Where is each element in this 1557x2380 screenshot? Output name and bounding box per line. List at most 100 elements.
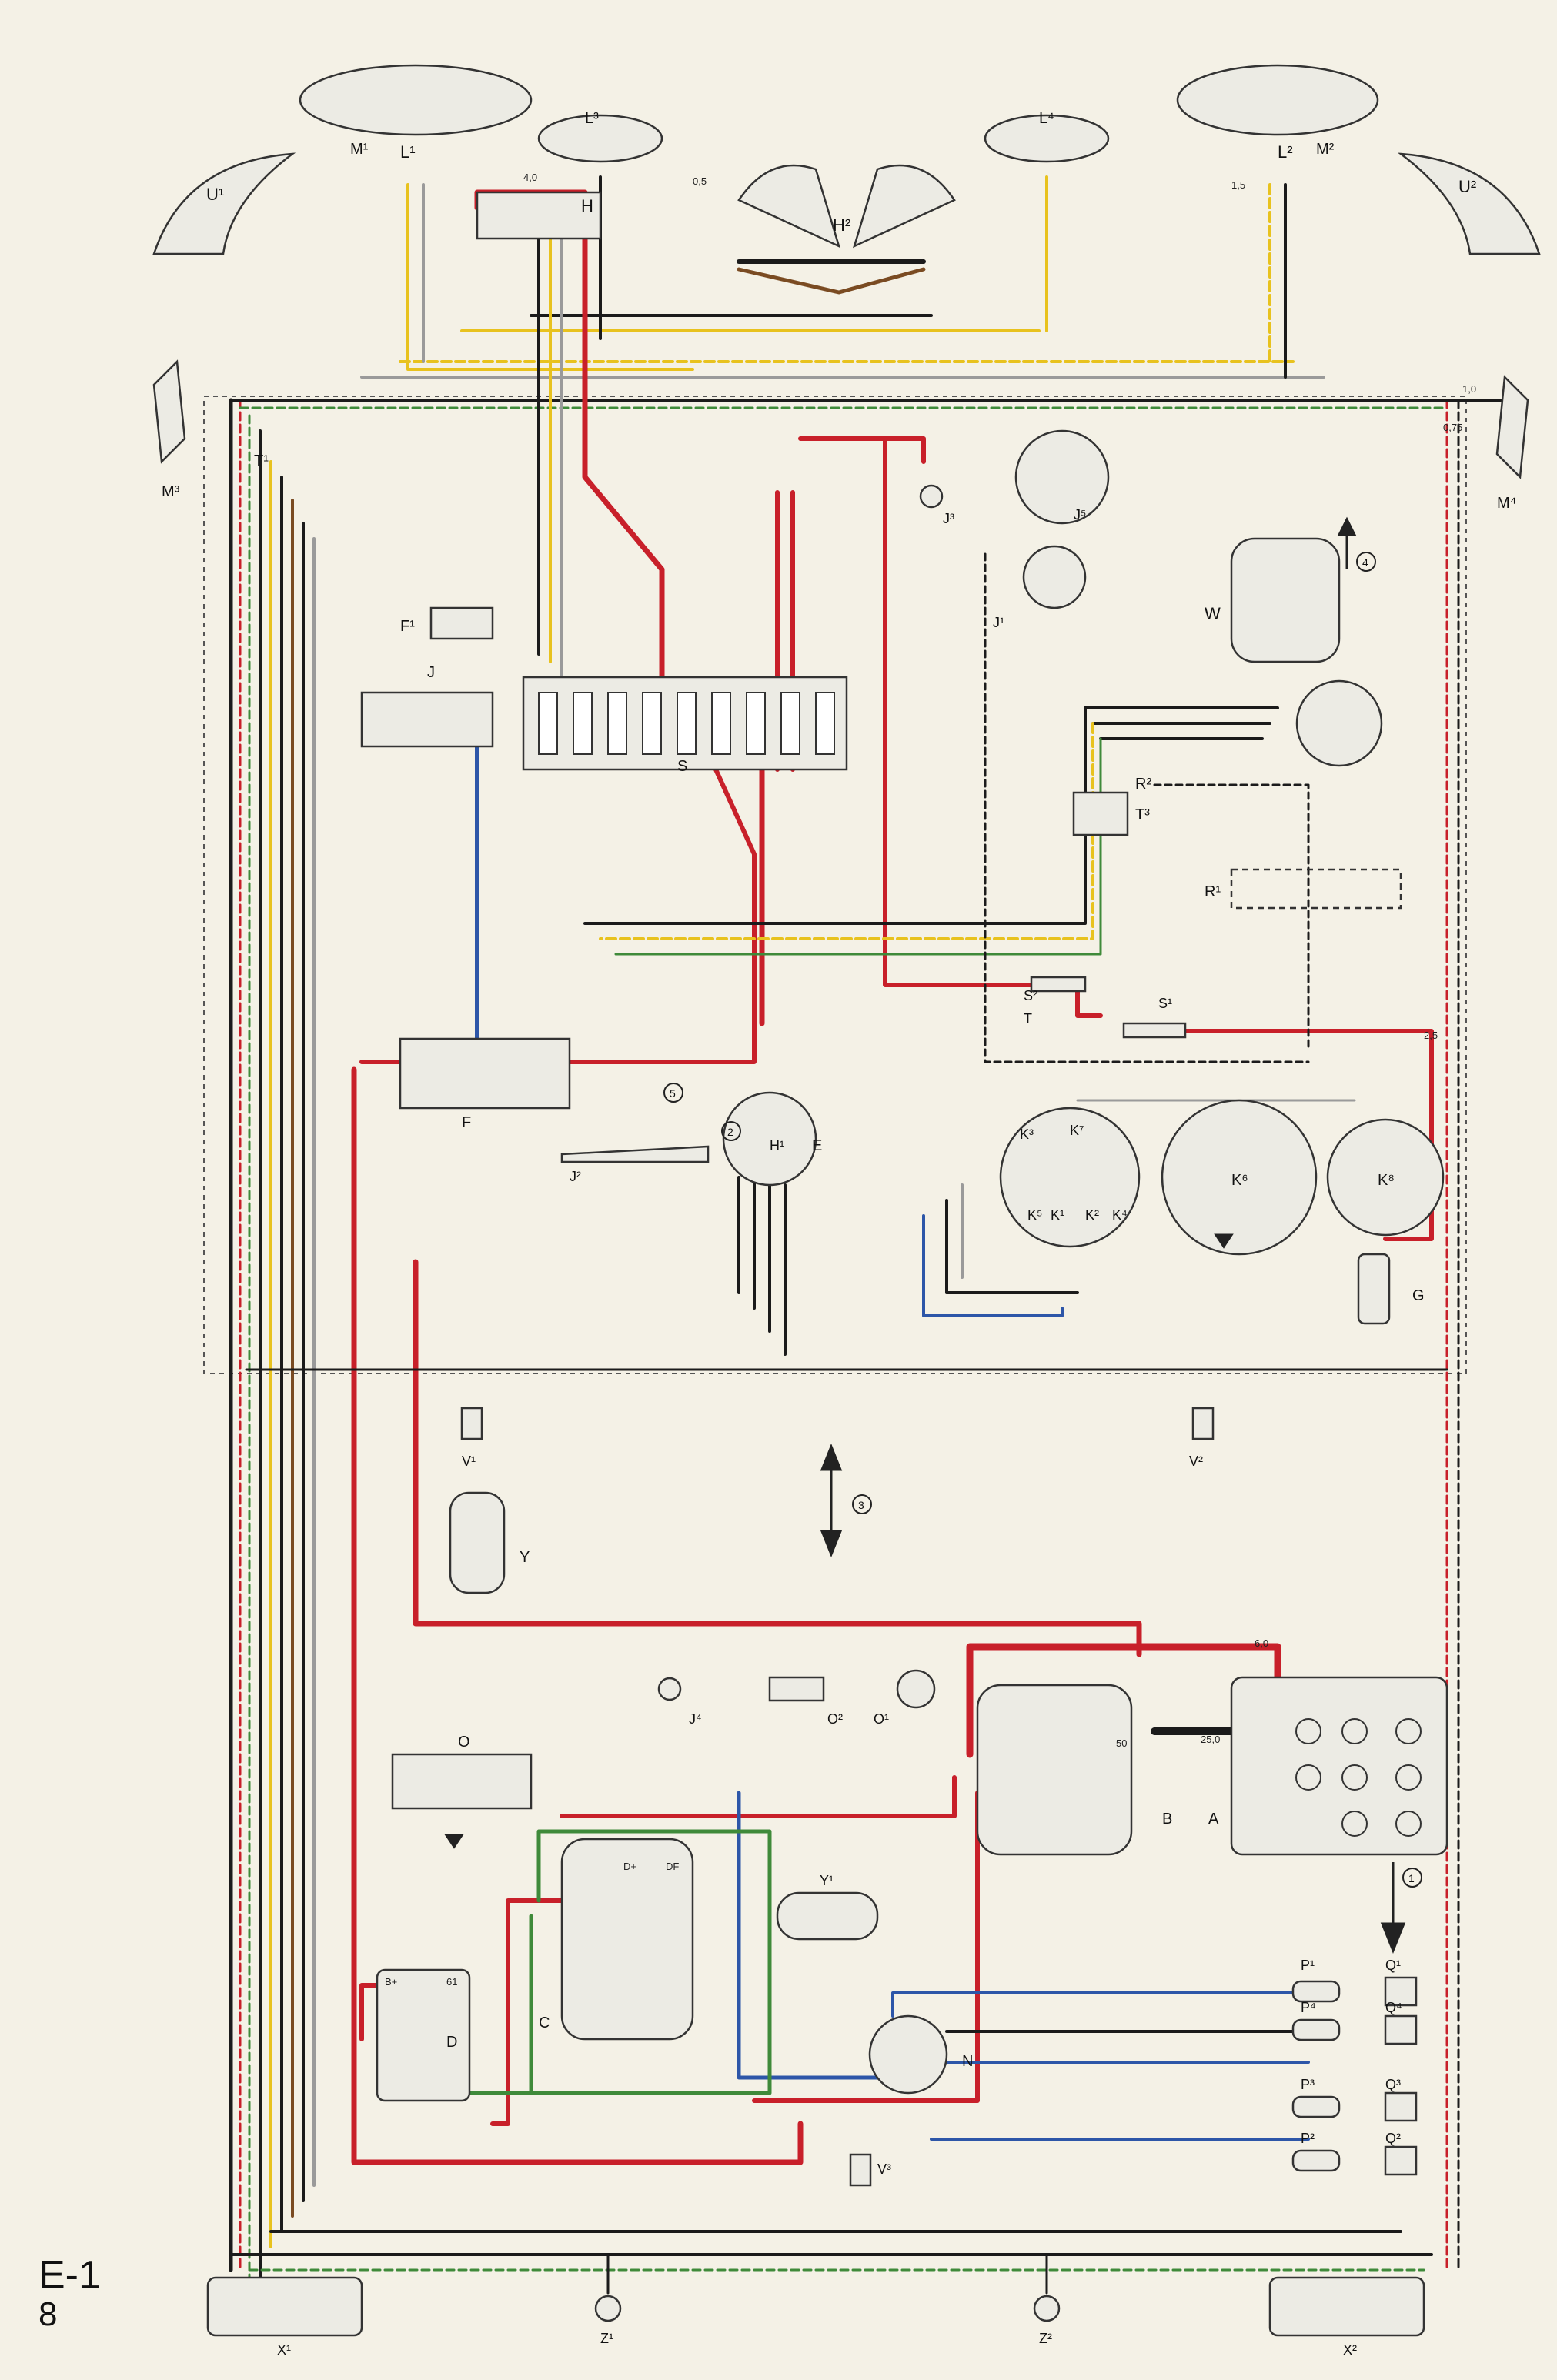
ground-ref-2: 2	[727, 1126, 733, 1138]
label-h1: H¹	[770, 1138, 784, 1153]
label-j1: J¹	[993, 615, 1004, 630]
wire	[922, 1214, 1064, 1317]
tail-lamp-x2-shape	[1268, 2276, 1425, 2337]
ground-ref	[721, 1121, 741, 1141]
j4-shape	[657, 1677, 682, 1701]
label-k6: K⁶	[1231, 1172, 1248, 1189]
label-c: C	[539, 2014, 550, 2031]
label-x2: X²	[1343, 2342, 1357, 2358]
label-t1: T¹	[254, 452, 269, 469]
gauge-label: 1,5	[1231, 179, 1245, 191]
label-v1: V¹	[462, 1454, 476, 1469]
label-j4: J⁴	[689, 1711, 702, 1727]
wire	[891, 1991, 1310, 2018]
label-x1: X¹	[277, 2342, 291, 2358]
fuse	[538, 692, 558, 755]
headlight-left-shape	[299, 64, 533, 136]
turn-lamp-right-shape	[1397, 152, 1541, 255]
ground-ref-5: 5	[670, 1087, 676, 1100]
wire	[429, 1829, 772, 2095]
tail-lamp-x1-shape	[206, 2276, 363, 2337]
label-m4: M⁴	[1497, 495, 1516, 512]
label-k2: K²	[1085, 1207, 1099, 1223]
label-p3: P³	[1301, 2077, 1315, 2092]
label-a: A	[1208, 1811, 1219, 1828]
label-b: B	[1162, 1811, 1172, 1828]
ignition-shape	[722, 1091, 817, 1187]
wire	[560, 1775, 980, 2103]
terminal-label: D+	[623, 1861, 636, 1872]
label-r1: R¹	[1205, 883, 1221, 900]
j1-shape	[1022, 545, 1087, 609]
switch-f1-shape	[429, 606, 494, 640]
ground-ref	[663, 1083, 683, 1103]
terminal-label: B+	[385, 1976, 397, 1988]
label-q3: Q³	[1385, 2077, 1401, 2092]
lamp-y1-shape	[776, 1891, 879, 1941]
switch-f-shape	[399, 1037, 571, 1110]
wire	[798, 436, 926, 464]
label-s1: S¹	[1158, 996, 1172, 1011]
wire	[1153, 783, 1310, 1048]
label-o: O	[458, 1734, 470, 1751]
label-k3: K³	[1020, 1127, 1034, 1142]
terminal-label: 61	[446, 1976, 457, 1988]
label-k8: K⁸	[1378, 1172, 1395, 1189]
spark-plug-q1	[1384, 1976, 1418, 2007]
wiper-motor-shape	[1230, 537, 1341, 663]
fuse	[642, 692, 662, 755]
label-q4: Q⁴	[1385, 2000, 1402, 2015]
gauge-label: 4,0	[523, 172, 537, 183]
cell	[1395, 1764, 1422, 1791]
component-shapes	[152, 64, 1541, 2337]
wire	[737, 1791, 895, 2080]
relay-shape	[476, 191, 602, 240]
ground-ref	[1402, 1868, 1422, 1888]
v3-shape	[849, 2153, 872, 2187]
label-g: G	[1412, 1287, 1425, 1304]
dashboard-frame	[203, 396, 1467, 1374]
label-w: W	[1205, 604, 1221, 623]
label-f1: F¹	[400, 618, 415, 635]
battery-cells	[1295, 1718, 1422, 1837]
label-z2: Z²	[1039, 2331, 1052, 2346]
label-t: T	[1024, 1011, 1032, 1026]
label-z1: Z¹	[600, 2331, 613, 2346]
wire	[583, 706, 1087, 925]
label-s: S	[677, 758, 687, 775]
r1-shape	[1230, 868, 1402, 910]
label-h2: H²	[833, 215, 850, 235]
side-lamp-m4-shape	[1495, 375, 1529, 479]
arrow-icon	[1337, 516, 1357, 569]
label-v2: V²	[1189, 1454, 1203, 1469]
plug-cap-p2	[1291, 2149, 1341, 2172]
cell	[1295, 1718, 1321, 1744]
label-p2: P²	[1301, 2131, 1315, 2146]
spark-plug-q3	[1384, 2091, 1418, 2122]
label-u2: U²	[1458, 177, 1476, 196]
plug-cap-p4	[1291, 2018, 1341, 2041]
label-l2: L²	[1278, 142, 1293, 162]
fuse	[746, 692, 766, 755]
gauge-label: 0,75	[1443, 422, 1462, 433]
fusebox-fuses	[538, 692, 835, 755]
wire	[737, 267, 926, 295]
turn-lamp-left-shape	[152, 152, 296, 255]
label-p4: P⁴	[1301, 2000, 1316, 2015]
regulator-shape	[376, 1968, 471, 2102]
page-number: 8	[38, 2295, 58, 2333]
speedo-shape	[999, 1107, 1141, 1248]
plug-cap-p1	[1291, 1980, 1341, 2003]
ground-reference-numbers: 1 2 3 4 5	[670, 556, 1415, 1884]
gauge-k6-shape	[1161, 1099, 1318, 1256]
wire	[406, 183, 694, 371]
gauge-label: 1,0	[1462, 383, 1476, 395]
distributor-shape	[868, 2014, 948, 2095]
cell	[1341, 1718, 1368, 1744]
ground-ref-1: 1	[1408, 1872, 1415, 1884]
ground-ref	[1356, 552, 1376, 572]
label-m2: M²	[1316, 141, 1335, 158]
arrow-icon	[820, 1443, 843, 1558]
gauge-k8-shape	[1326, 1118, 1445, 1237]
label-q2: Q²	[1385, 2131, 1401, 2146]
